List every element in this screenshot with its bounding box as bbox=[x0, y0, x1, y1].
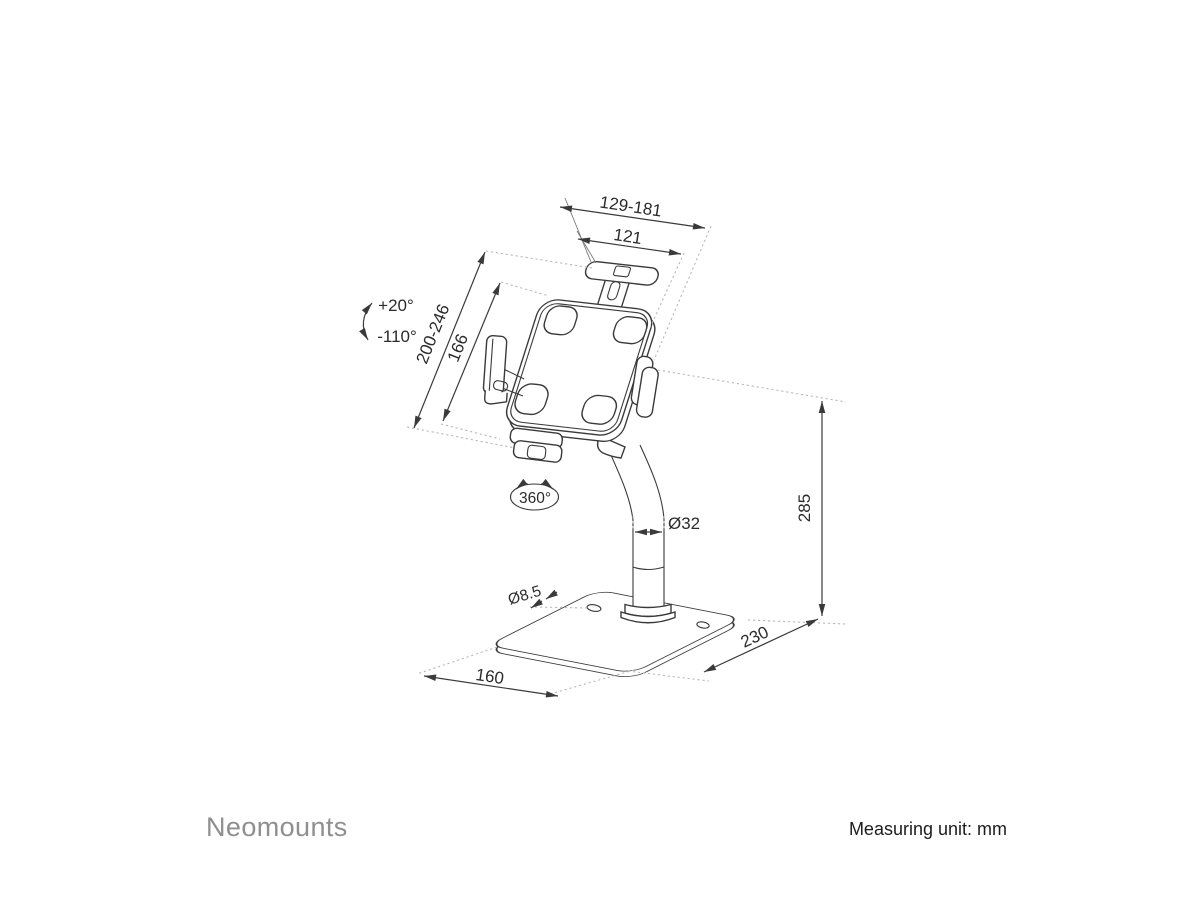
label-pole-diameter: Ø32 bbox=[668, 514, 700, 533]
dim-line-width-inner bbox=[577, 237, 682, 256]
label-base-depth: 230 bbox=[738, 622, 772, 651]
left-clamp-foot bbox=[484, 390, 508, 405]
label-total-height: 285 bbox=[795, 494, 814, 522]
label-tilt-up: +20° bbox=[378, 296, 414, 315]
label-hole-diameter: Ø8.5 bbox=[506, 583, 543, 609]
label-swivel: 360° bbox=[519, 490, 551, 507]
dim-arrow-hole-2 bbox=[530, 598, 543, 609]
base-screw-hole-left bbox=[586, 604, 602, 612]
label-base-width: 160 bbox=[474, 665, 505, 688]
label-width-inner: 121 bbox=[612, 225, 643, 248]
brand-logo: Neomounts bbox=[206, 812, 348, 842]
dim-line-height-inner bbox=[442, 282, 501, 422]
lock-keyhole bbox=[612, 265, 632, 278]
swivel-symbol bbox=[509, 478, 560, 511]
dim-line-base-depth bbox=[703, 618, 819, 673]
tablet-holder bbox=[505, 260, 659, 443]
pole-seam bbox=[632, 566, 665, 571]
bottom-clamp bbox=[509, 427, 564, 463]
bottom-clamp-slot bbox=[526, 444, 547, 460]
tilt-symbol bbox=[359, 302, 373, 341]
tilt-arc-arrow bbox=[359, 302, 373, 341]
label-width-range: 129-181 bbox=[599, 193, 664, 221]
pole-body bbox=[606, 444, 664, 606]
pole-collar-flare bbox=[620, 611, 676, 624]
lock-bar bbox=[584, 260, 659, 286]
dimension-lines bbox=[413, 205, 826, 698]
swivel-ellipse bbox=[509, 483, 560, 511]
corner-pad-bottom-left bbox=[514, 383, 549, 416]
pole bbox=[605, 443, 676, 624]
holder-rim bbox=[510, 303, 649, 432]
right-clamp bbox=[630, 355, 659, 418]
extension-lines-solid bbox=[564, 197, 597, 264]
dim-line-base-width bbox=[423, 674, 559, 698]
swivel-arrow-right bbox=[540, 478, 554, 490]
dim-arrow-hole-1 bbox=[545, 589, 558, 600]
corner-pad-bottom-right bbox=[581, 394, 618, 425]
pole-right-edge bbox=[639, 444, 665, 606]
corner-pad-top-left bbox=[543, 305, 578, 336]
swivel-arrow-left bbox=[515, 478, 529, 490]
dim-line-width-range bbox=[559, 205, 706, 230]
measuring-unit-note: Measuring unit: mm bbox=[848, 819, 1007, 839]
corner-pad-top-right bbox=[612, 316, 648, 345]
label-tilt-down: -110° bbox=[377, 327, 417, 346]
